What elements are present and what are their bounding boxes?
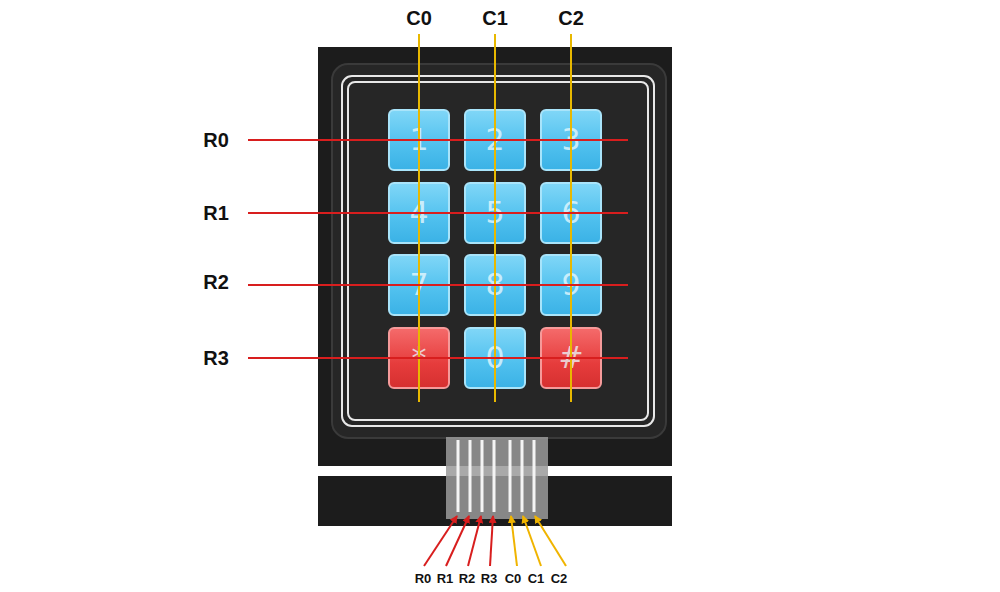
row-line bbox=[248, 140, 628, 358]
signal-label: C0 bbox=[406, 8, 432, 28]
signal-label: R3 bbox=[481, 572, 498, 585]
keypad-border bbox=[342, 76, 654, 426]
signal-label: R3 bbox=[203, 348, 229, 368]
ribbon-traces bbox=[458, 440, 534, 512]
pin-leader bbox=[424, 516, 493, 566]
signal-label: R2 bbox=[203, 272, 229, 292]
signal-label: R2 bbox=[459, 572, 476, 585]
pin-leader bbox=[511, 516, 566, 566]
signal-label: C0 bbox=[505, 572, 522, 585]
signal-label: C1 bbox=[482, 8, 508, 28]
signal-label: R1 bbox=[437, 572, 454, 585]
signal-label: C1 bbox=[528, 572, 545, 585]
ribbon-cable bbox=[446, 437, 548, 519]
signal-label: R0 bbox=[203, 130, 229, 150]
keypad-face bbox=[332, 64, 666, 438]
signal-label: R0 bbox=[415, 572, 432, 585]
signal-label: R1 bbox=[203, 203, 229, 223]
keypad-border bbox=[348, 82, 648, 420]
signal-label: C2 bbox=[551, 572, 568, 585]
signal-label: C2 bbox=[558, 8, 584, 28]
